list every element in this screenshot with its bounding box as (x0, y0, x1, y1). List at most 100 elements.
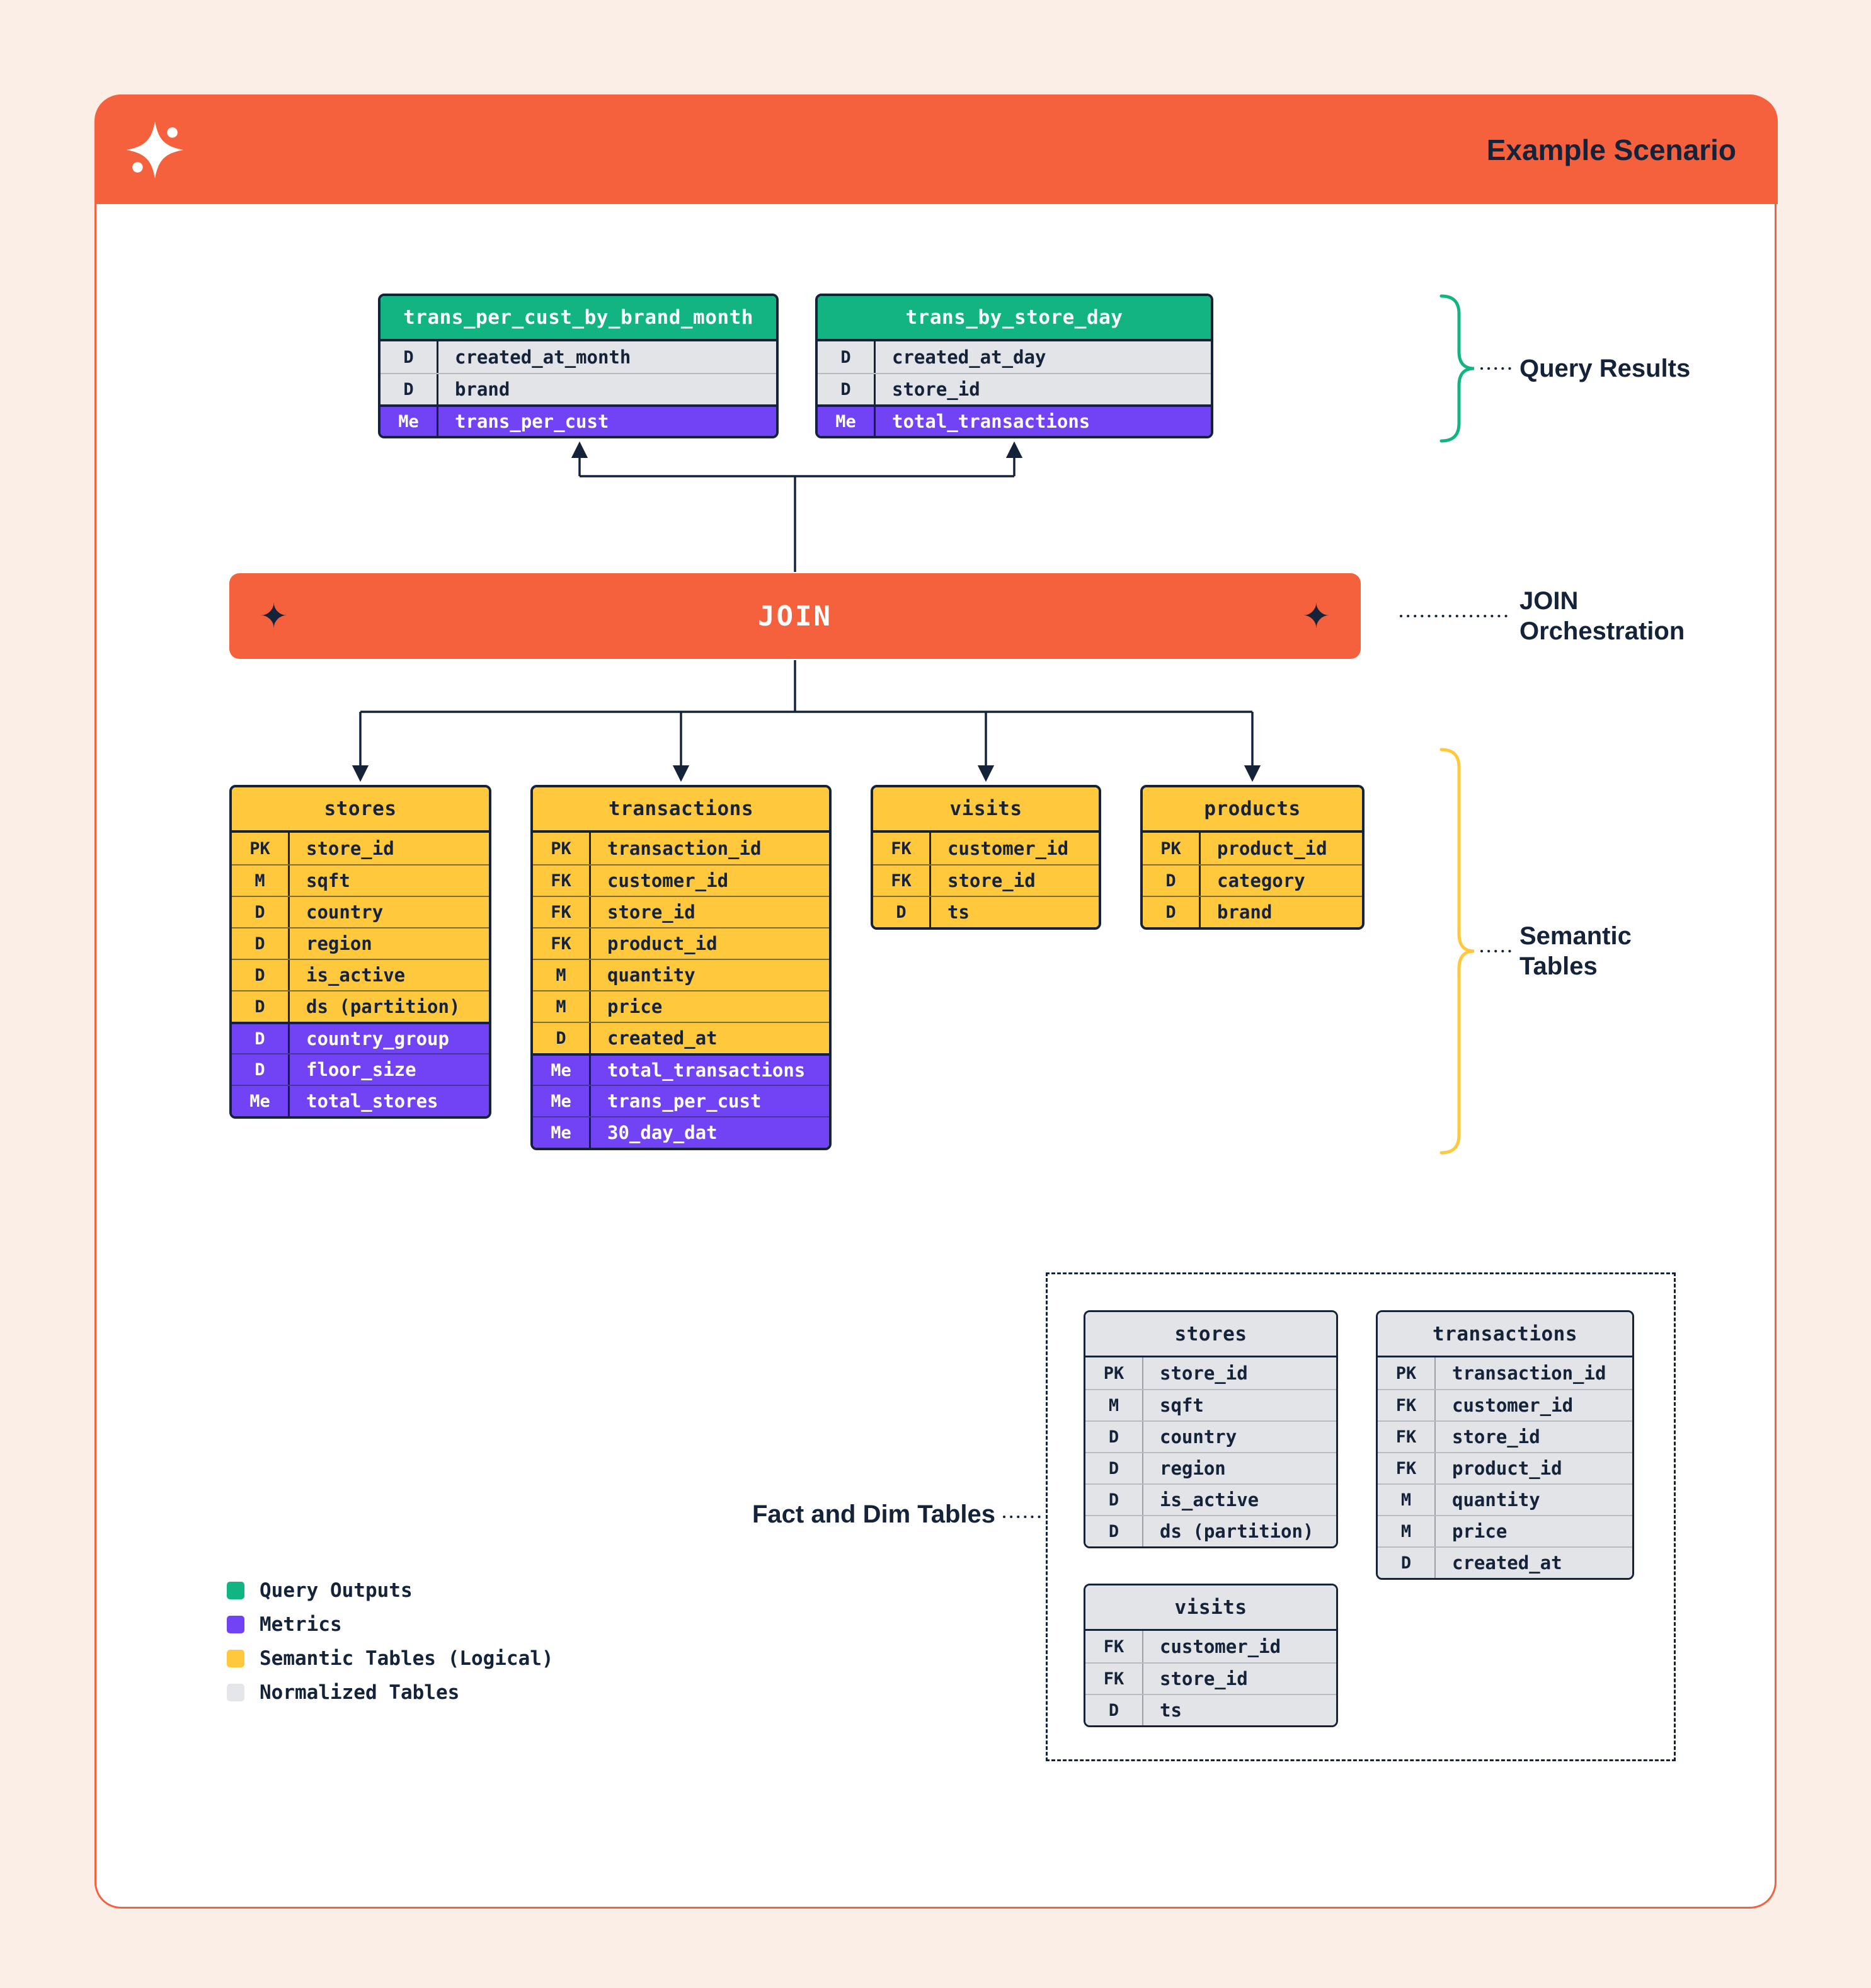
column-type-code: D (232, 960, 290, 990)
table-title: products (1143, 787, 1362, 833)
join-label: JOIN (758, 600, 832, 632)
column-type-code: Me (533, 1086, 591, 1116)
column-name: store_id (892, 379, 980, 400)
column-name: category (1217, 870, 1305, 891)
column-type-code: M (533, 991, 591, 1022)
column-name: ts (1160, 1700, 1182, 1721)
column-name: total_transactions (892, 411, 1090, 432)
card-header-bar: Example Scenario (96, 96, 1778, 204)
dbt-logo-icon (126, 121, 184, 179)
column-type-code: FK (533, 928, 591, 959)
column-type-code: FK (873, 833, 931, 864)
column-name: store_id (306, 838, 394, 859)
column-type-code: Me (533, 1056, 591, 1085)
column-name: region (306, 933, 372, 954)
legend-label: Normalized Tables (260, 1681, 460, 1704)
column-name: store_id (1452, 1426, 1540, 1448)
table-title: stores (232, 787, 489, 833)
column-name: total_stores (306, 1090, 438, 1112)
column-type-code: D (232, 991, 290, 1022)
column-type-code: PK (232, 833, 290, 864)
query-results-label: Query Results (1519, 353, 1690, 384)
column-type-code: D (232, 928, 290, 959)
column-type-code: FK (533, 897, 591, 927)
column-type-code: FK (1378, 1390, 1436, 1420)
semantic-tables-line1: Semantic (1519, 922, 1632, 950)
column-type-code: D (1085, 1422, 1143, 1452)
column-type-code: Me (380, 407, 438, 436)
column-type-code: D (1378, 1548, 1436, 1578)
query-results-text: Query Results (1519, 355, 1691, 382)
table-row: FK store_id (1085, 1662, 1336, 1694)
diamond-icon: ✦ (260, 596, 289, 636)
table-title: transactions (1378, 1312, 1632, 1357)
column-name: sqft (1160, 1395, 1204, 1416)
column-name: customer_id (607, 870, 729, 891)
table-row: PK store_id (232, 833, 489, 864)
column-type-code: Me (232, 1086, 290, 1116)
table-row: Me total_transactions (818, 404, 1211, 436)
column-name: quantity (1452, 1489, 1540, 1511)
table-row: Me trans_per_cust (380, 404, 776, 436)
column-name: region (1160, 1458, 1226, 1479)
column-type-code: D (232, 1054, 290, 1085)
column-name: price (607, 996, 663, 1017)
legend-item: Normalized Tables (227, 1676, 554, 1710)
column-type-code: D (1085, 1516, 1143, 1546)
column-type-code: FK (1378, 1422, 1436, 1452)
column-type-code: Me (533, 1117, 591, 1148)
column-name: ds (partition) (306, 996, 461, 1017)
column-type-code: FK (1085, 1664, 1143, 1694)
fact-dim-box (1046, 1272, 1676, 1761)
fact-dim-label: Fact and Dim Tables (752, 1500, 995, 1528)
column-name: trans_per_cust (455, 411, 609, 432)
legend-item: Metrics (227, 1608, 554, 1642)
column-type-code: Me (818, 407, 876, 436)
semantic-tables-line2: Tables (1519, 952, 1598, 980)
column-name: customer_id (947, 838, 1069, 859)
table-title: transactions (533, 787, 829, 833)
legend-item: Semantic Tables (Logical) (227, 1642, 554, 1676)
column-name: country_group (306, 1028, 449, 1049)
column-type-code: FK (533, 865, 591, 896)
column-type-code: D (1143, 897, 1201, 927)
column-name: brand (1217, 901, 1273, 923)
column-type-code: FK (1085, 1631, 1143, 1662)
column-type-code: D (1085, 1485, 1143, 1515)
column-name: product_id (1217, 838, 1327, 859)
column-name: sqft (306, 870, 350, 891)
column-name: created_at_month (455, 346, 631, 368)
column-name: store_id (1160, 1668, 1248, 1689)
table-title: trans_by_store_day (818, 296, 1211, 341)
table-row: Me total_stores (232, 1085, 489, 1116)
column-name: is_active (1160, 1489, 1259, 1511)
column-type-code: M (1378, 1516, 1436, 1546)
